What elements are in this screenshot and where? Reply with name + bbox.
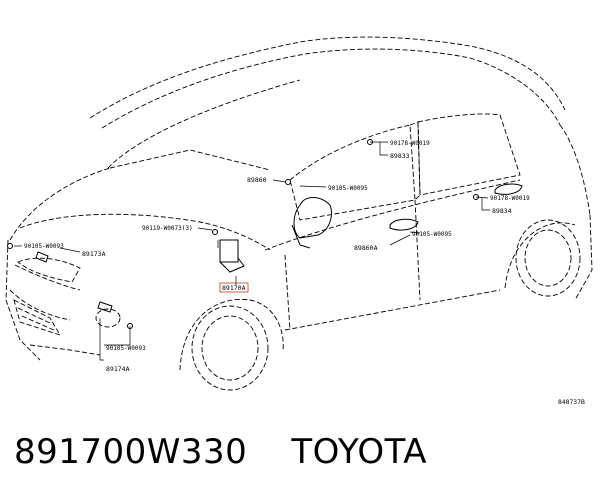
label-90105-W0093-a: 90105-W0093 — [24, 243, 64, 250]
label-90105-W0095-a: 90105-W0095 — [328, 185, 368, 192]
label-90105-W0093-b: 90105-W0093 — [106, 345, 146, 352]
label-89833: 89833 — [390, 152, 410, 160]
label-89834: 89834 — [492, 207, 512, 215]
highlight-box — [219, 282, 249, 293]
brand-name: TOYOTA — [291, 432, 428, 472]
label-89173A: 89173A — [82, 250, 106, 258]
sensor-bracket — [219, 239, 239, 263]
label-90178-W0019-b: 90178-W0019 — [490, 195, 530, 202]
rear-door-handle — [494, 183, 523, 195]
windows — [13, 113, 521, 336]
label-89860: 89860 — [247, 176, 267, 184]
label-89170A: 89170A — [222, 284, 246, 292]
part-number: 891700W330 — [14, 432, 248, 472]
label-89860A: 89860A — [354, 244, 378, 252]
label-90178-W0019-a: 90178-W0019 — [390, 140, 430, 147]
car-outline — [5, 36, 593, 371]
wheels — [191, 219, 581, 391]
figure-code: 848737B — [558, 399, 585, 406]
side-mirror — [293, 197, 332, 239]
label-90119-W0073: 90119-W0073(3) — [142, 225, 193, 232]
label-90105-W0095-b: 90105-W0095 — [412, 231, 452, 238]
leader-lines — [14, 141, 490, 361]
part-labels: 90178-W0019 89833 89860 90105-W0095 9017… — [24, 140, 585, 406]
front-door-handle — [389, 218, 419, 231]
components — [7, 139, 523, 329]
parts-diagram: 90178-W0019 89833 89860 90105-W0095 9017… — [5, 36, 593, 406]
footer: 891700W330 TOYOTA — [14, 432, 427, 472]
label-89174A: 89174A — [106, 365, 130, 373]
